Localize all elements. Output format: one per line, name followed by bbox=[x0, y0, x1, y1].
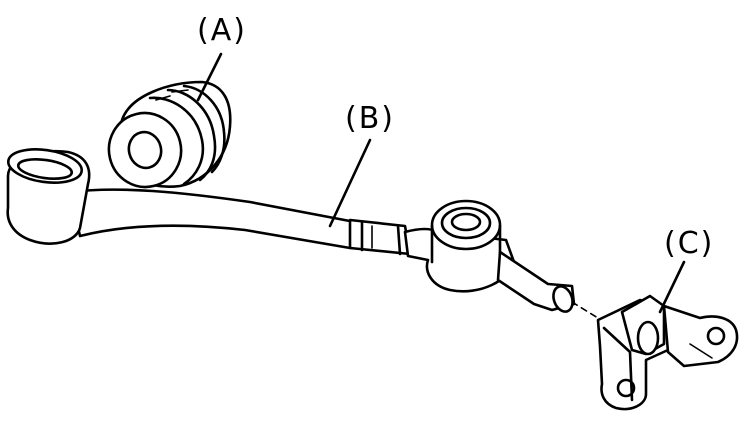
leader-line-c bbox=[658, 260, 686, 314]
leader-line-b bbox=[328, 138, 372, 228]
callout-label-b: (B) bbox=[345, 101, 395, 136]
linkage-rod-b bbox=[6, 148, 576, 313]
callout-label-a: (A) bbox=[197, 13, 247, 48]
assembly-axis-line bbox=[571, 301, 599, 319]
mounting-bracket-c bbox=[596, 294, 739, 411]
grooved-bushing-a bbox=[107, 80, 232, 189]
callout-label-c: (C) bbox=[664, 226, 715, 261]
leader-line-a bbox=[196, 52, 223, 102]
